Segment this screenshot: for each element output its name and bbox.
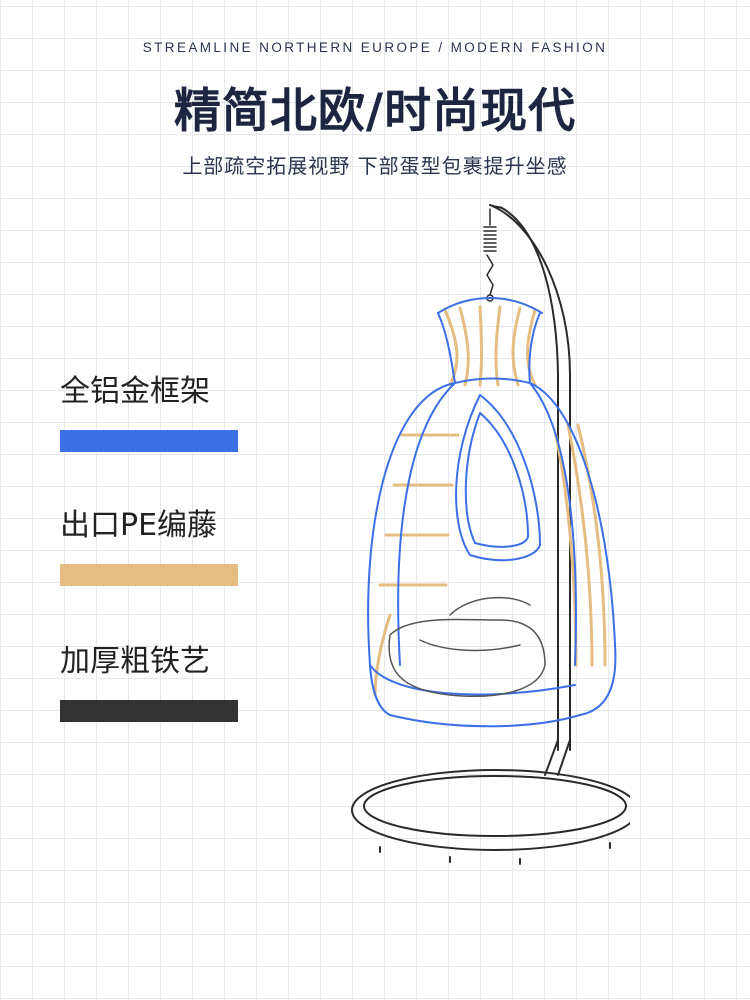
seat-cushion — [388, 596, 546, 697]
legend-item-iron-stand: 加厚粗铁艺 — [60, 642, 238, 722]
aluminum-frame — [367, 297, 617, 728]
header-eyebrow: STREAMLINE NORTHERN EUROPE / MODERN FASH… — [142, 40, 608, 55]
stand-outline — [351, 204, 630, 865]
legend-color-bar-tan — [60, 564, 238, 586]
legend-label: 加厚粗铁艺 — [60, 644, 210, 679]
legend-color-bar-black — [60, 700, 238, 722]
page-title: 精简北欧/时尚现代 — [173, 84, 577, 139]
hanging-egg-chair-icon — [351, 204, 630, 865]
page-subtitle: 上部疏空拓展视野 下部蛋型包裹提升坐感 — [182, 154, 568, 178]
legend-color-bar-blue — [60, 430, 238, 452]
legend-item-pe-rattan: 出口PE编藤 — [60, 506, 238, 586]
legend-label: 全铝金框架 — [60, 374, 210, 409]
hanging-spring — [483, 208, 497, 302]
legend-item-aluminum-frame: 全铝金框架 — [60, 372, 238, 452]
legend-label: 出口PE编藤 — [60, 508, 218, 543]
